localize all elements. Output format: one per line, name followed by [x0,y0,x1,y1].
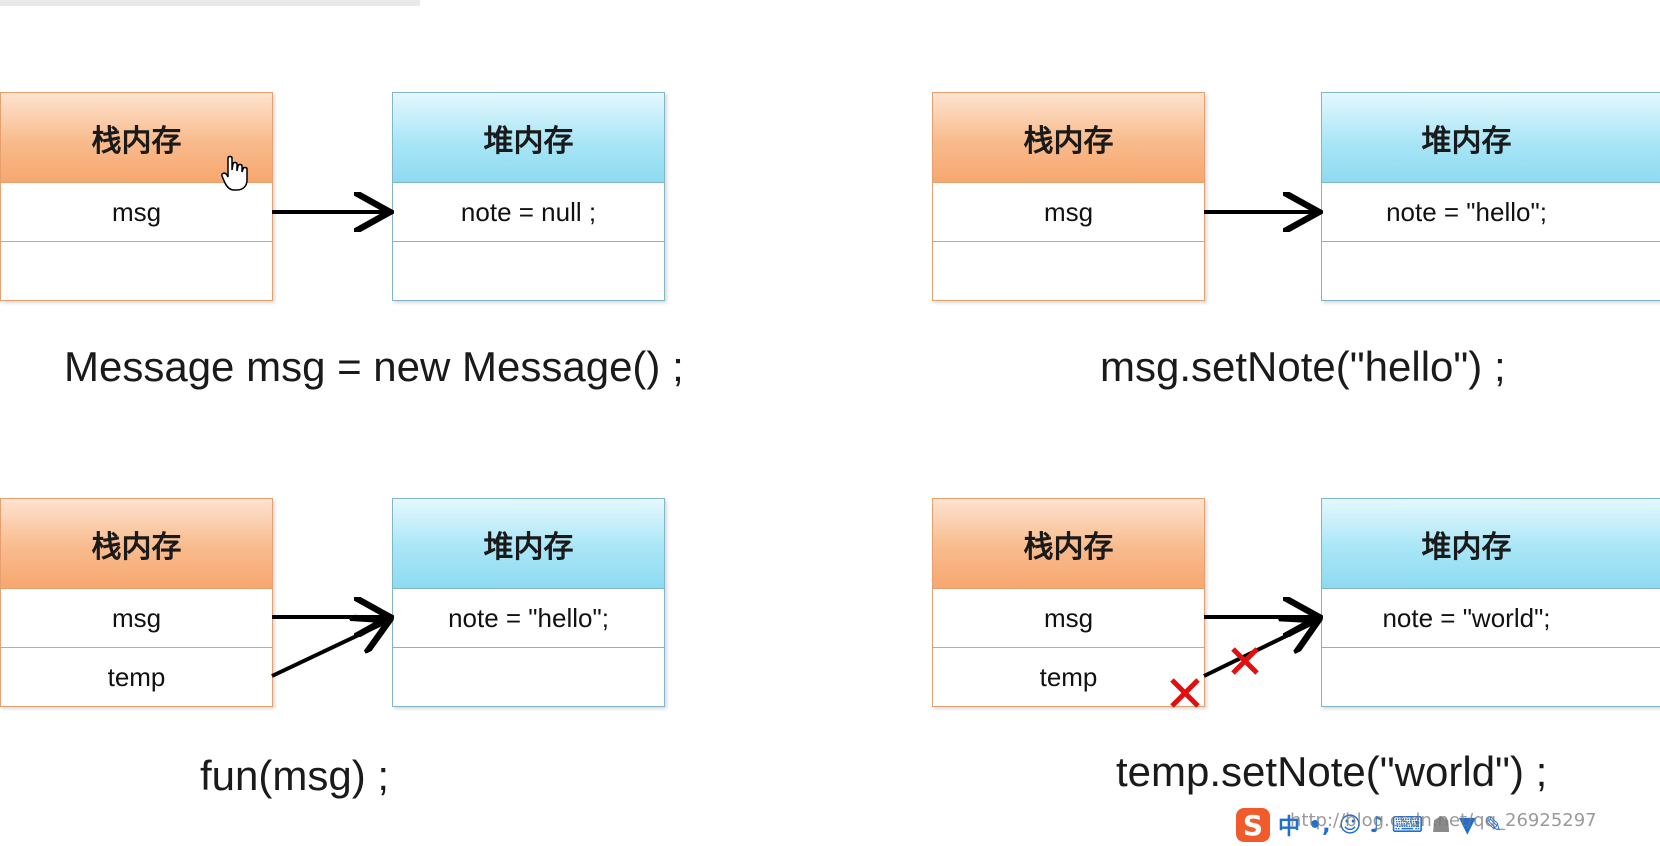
emoji-icon[interactable]: ☺ [1338,812,1362,838]
ime-toolbar: S 中 •, ☺ ♪ ⌨ ☗ ▼ ✎ [1236,806,1502,844]
stack-row-msg: msg [933,589,1204,648]
keyboard-icon[interactable]: ⌨ [1391,812,1424,838]
watermark: http://blog.csdn.net/qq_26925297 [1290,810,1597,831]
heap-table-2: 堆内存 note = "hello"; [1321,92,1660,301]
top-strip [0,0,420,6]
stack-header: 栈内存 [933,93,1204,183]
arrow-temp-to-heap-3 [271,622,386,678]
chinese-mode-toggle[interactable]: 中 [1278,815,1301,840]
arrow-temp-to-heap-4 [1203,622,1315,678]
stack-header: 栈内存 [933,499,1204,589]
heap-header: 堆内存 [1322,93,1660,183]
heap-header: 堆内存 [393,93,664,183]
heap-table-1: 堆内存 note = null ; [392,92,665,301]
shirt-icon[interactable]: ▼ [1458,812,1476,838]
heap-header: 堆内存 [1322,499,1660,589]
caption-1: Message msg = new Message() ; [64,343,684,390]
caption-4: temp.setNote("world") ; [1116,748,1548,795]
cross-icon [1170,678,1200,708]
heap-table-4: 堆内存 note = "world"; [1321,498,1660,707]
stack-table-2: 栈内存 msg [932,92,1205,301]
user-icon[interactable]: ☗ [1431,812,1451,838]
stack-table-3: 栈内存 msg temp [0,498,273,707]
sogou-logo-icon[interactable]: S [1236,808,1270,842]
cross-icon [1231,647,1259,675]
stack-row-msg: msg [1,589,272,648]
heap-row-note: note = null ; [393,183,664,242]
heap-table-3: 堆内存 note = "hello"; [392,498,665,707]
stack-table-4: 栈内存 msg temp [932,498,1205,707]
microphone-icon[interactable]: ♪ [1369,812,1384,838]
punctuation-icon[interactable]: •, [1308,812,1331,838]
stack-table-1: 栈内存 msg [0,92,273,301]
stack-row-msg: msg [933,183,1204,242]
stack-row-temp: temp [107,661,166,692]
heap-row-note: note = "hello"; [393,589,664,648]
heap-header: 堆内存 [393,499,664,589]
caption-2: msg.setNote("hello") ; [1100,343,1506,390]
stack-header: 栈内存 [1,93,272,183]
heap-row-note: note = "world"; [1322,589,1660,648]
stack-row-msg: msg [1,183,272,242]
hand-cursor-icon [221,155,248,191]
wrench-icon[interactable]: ✎ [1483,812,1503,838]
stack-header: 栈内存 [1,499,272,589]
heap-row-note: note = "hello"; [1322,183,1660,242]
caption-3: fun(msg) ; [200,752,390,799]
stack-row-temp: temp [1039,661,1098,692]
